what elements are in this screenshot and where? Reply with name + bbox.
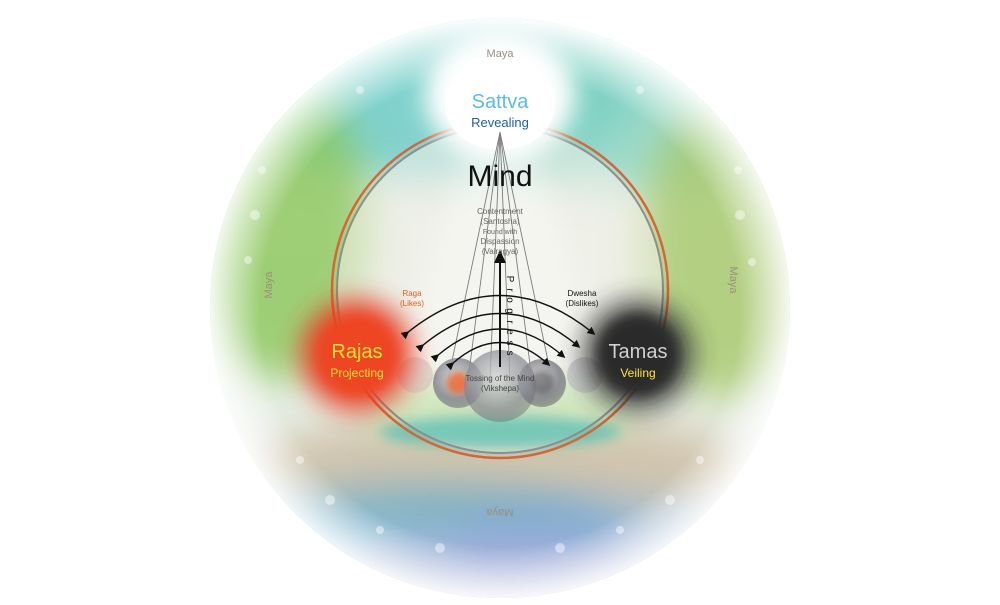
svg-text:Raga: Raga	[402, 289, 422, 298]
svg-text:e: e	[504, 329, 515, 335]
maya-label-left: Maya	[263, 271, 275, 299]
progress-arrow	[494, 250, 506, 367]
svg-text:Tossing of the Mind: Tossing of the Mind	[466, 374, 535, 383]
contentment-label: Contentment (Santosha) Found with Dispas…	[477, 207, 524, 256]
tamas-glow	[580, 297, 696, 413]
tamas-quality: Veiling	[620, 366, 655, 380]
svg-text:s: s	[504, 351, 515, 356]
sattva-name: Sattva	[472, 91, 530, 113]
sattva-glow	[425, 30, 575, 160]
svg-text:g: g	[504, 308, 515, 314]
svg-text:(Santosha): (Santosha)	[480, 217, 519, 226]
svg-text:(Dislikes): (Dislikes)	[566, 299, 599, 308]
sattva-quality: Revealing	[471, 115, 529, 130]
rajas-glow	[299, 297, 415, 413]
rajas-name: Rajas	[331, 341, 382, 363]
svg-text:Contentment: Contentment	[477, 207, 524, 216]
svg-text:P: P	[504, 276, 515, 283]
svg-text:(Likes): (Likes)	[400, 299, 424, 308]
tossing-label: Tossing of the Mind (Vikshepa)	[466, 374, 535, 393]
raga-label: Raga (Likes)	[400, 289, 424, 308]
svg-text:Dispassion: Dispassion	[480, 237, 519, 246]
dwesha-label: Dwesha (Dislikes)	[566, 289, 599, 308]
maya-label-top: Maya	[487, 48, 515, 60]
maya-label-right: Maya	[727, 267, 739, 295]
svg-text:Found with: Found with	[483, 229, 517, 236]
svg-text:r: r	[504, 288, 515, 292]
progress-label: P r o g r e s s	[504, 276, 515, 356]
maya-label-bottom: Maya	[486, 506, 514, 518]
mind-title: Mind	[467, 160, 532, 193]
tamas-name: Tamas	[609, 341, 668, 363]
svg-text:(Vairagya): (Vairagya)	[482, 247, 519, 256]
svg-text:Dwesha: Dwesha	[568, 289, 597, 298]
svg-text:r: r	[504, 320, 515, 324]
svg-text:s: s	[504, 341, 515, 346]
svg-text:o: o	[504, 297, 515, 303]
rajas-quality: Projecting	[330, 366, 383, 380]
svg-text:(Vikshepa): (Vikshepa)	[481, 384, 519, 393]
